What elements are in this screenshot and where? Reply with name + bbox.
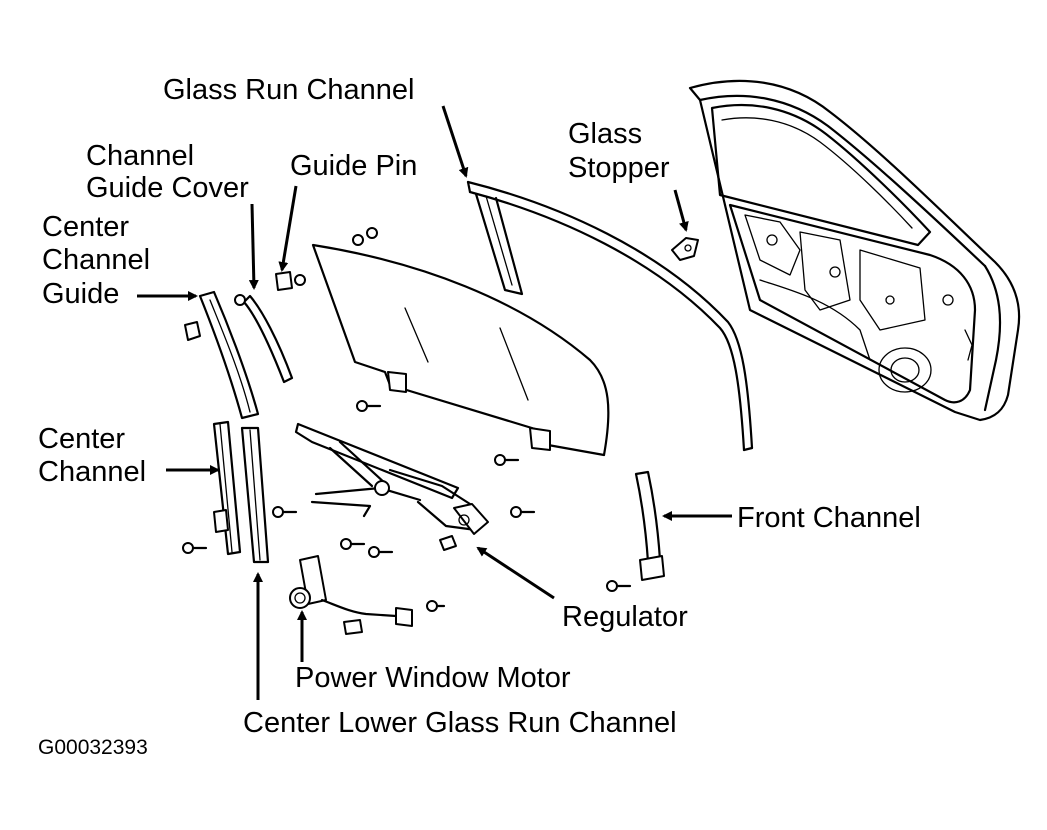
center-lower-glass-run-channel xyxy=(240,426,270,564)
label-power-window-motor: Power Window Motor xyxy=(295,662,571,694)
label-center-channel-line1: Center xyxy=(38,423,125,455)
label-center-channel-guide-line1: Center xyxy=(42,211,129,243)
leader-arrows xyxy=(137,105,732,700)
center-channel-guide xyxy=(198,290,260,420)
label-center-channel-line2: Channel xyxy=(38,456,146,488)
label-guide-pin: Guide Pin xyxy=(290,150,417,182)
front-channel xyxy=(634,470,665,581)
label-glass-stopper-line1: Glass xyxy=(568,118,642,150)
label-center-channel-guide-line3: Guide xyxy=(42,278,119,310)
arrow-regulator xyxy=(476,546,555,600)
power-window-motor xyxy=(289,555,413,635)
labels: Glass Run Channel Glass Stopper Channel … xyxy=(38,74,921,759)
label-center-lower-glass-run-channel: Center Lower Glass Run Channel xyxy=(243,707,677,739)
label-glass-run-channel: Glass Run Channel xyxy=(163,74,414,106)
label-channel-guide-cover-line1: Channel xyxy=(86,140,194,172)
glass-stopper xyxy=(671,237,699,261)
label-channel-guide-cover-line2: Guide Cover xyxy=(86,172,249,204)
label-glass-stopper-line2: Stopper xyxy=(568,152,670,184)
window-glass xyxy=(311,243,610,457)
bolts xyxy=(182,400,632,612)
small-hardware xyxy=(184,227,378,341)
label-front-channel: Front Channel xyxy=(737,502,921,534)
door-panel xyxy=(688,79,1021,422)
glass-run-channel xyxy=(466,180,754,452)
arrow-guide-pin xyxy=(278,185,298,272)
glass-bracket-front xyxy=(529,427,551,451)
guide-pin xyxy=(275,271,306,291)
label-regulator: Regulator xyxy=(562,601,688,633)
channel-guide-cover xyxy=(242,294,294,384)
arrow-glass-stopper xyxy=(673,189,689,232)
window-regulator xyxy=(294,422,489,551)
glass-bracket-rear xyxy=(387,371,407,393)
label-center-channel-guide-line2: Channel xyxy=(42,244,150,276)
arrow-channel-guide-cover xyxy=(248,203,259,290)
arrow-glass-run-channel xyxy=(441,105,469,178)
center-channel xyxy=(212,420,242,556)
figure-code: G00032393 xyxy=(38,736,148,759)
